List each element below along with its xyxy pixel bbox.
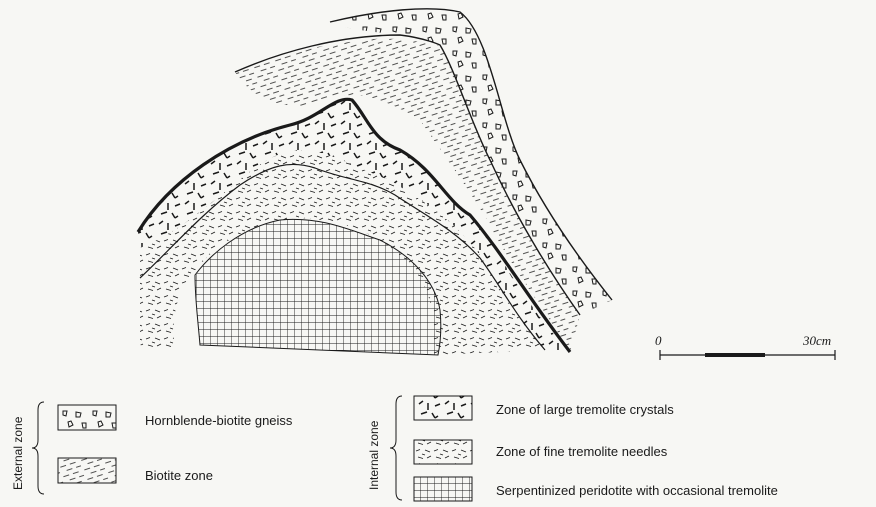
legend-label-gneiss: Hornblende-biotite gneiss	[145, 413, 293, 428]
legend-swatch-biotite	[58, 458, 116, 483]
legend-swatch-gneiss	[58, 405, 116, 430]
scale-end-label: 30cm	[802, 333, 831, 348]
legend-swatch-serpentinite	[414, 477, 472, 501]
legend-swatch-large-tremolite	[414, 396, 472, 420]
scale-bar: 0 30cm	[655, 333, 835, 360]
legend-label-large-tremolite: Zone of large tremolite crystals	[496, 402, 674, 417]
internal-zone-label: Internal zone	[367, 420, 381, 490]
legend-label-biotite: Biotite zone	[145, 468, 213, 483]
legend-label-fine-tremolite: Zone of fine tremolite needles	[496, 444, 668, 459]
external-zone-label: External zone	[11, 416, 25, 490]
scale-start-label: 0	[655, 333, 662, 348]
legend-swatch-fine-tremolite	[414, 440, 472, 464]
legend-internal-group: Internal zone Zone of large tremolite cr…	[367, 396, 778, 501]
legend-label-serpentinite: Serpentinized peridotite with occasional…	[496, 483, 778, 498]
legend-external-group: External zone Hornblende-biotite gneiss …	[11, 402, 293, 494]
